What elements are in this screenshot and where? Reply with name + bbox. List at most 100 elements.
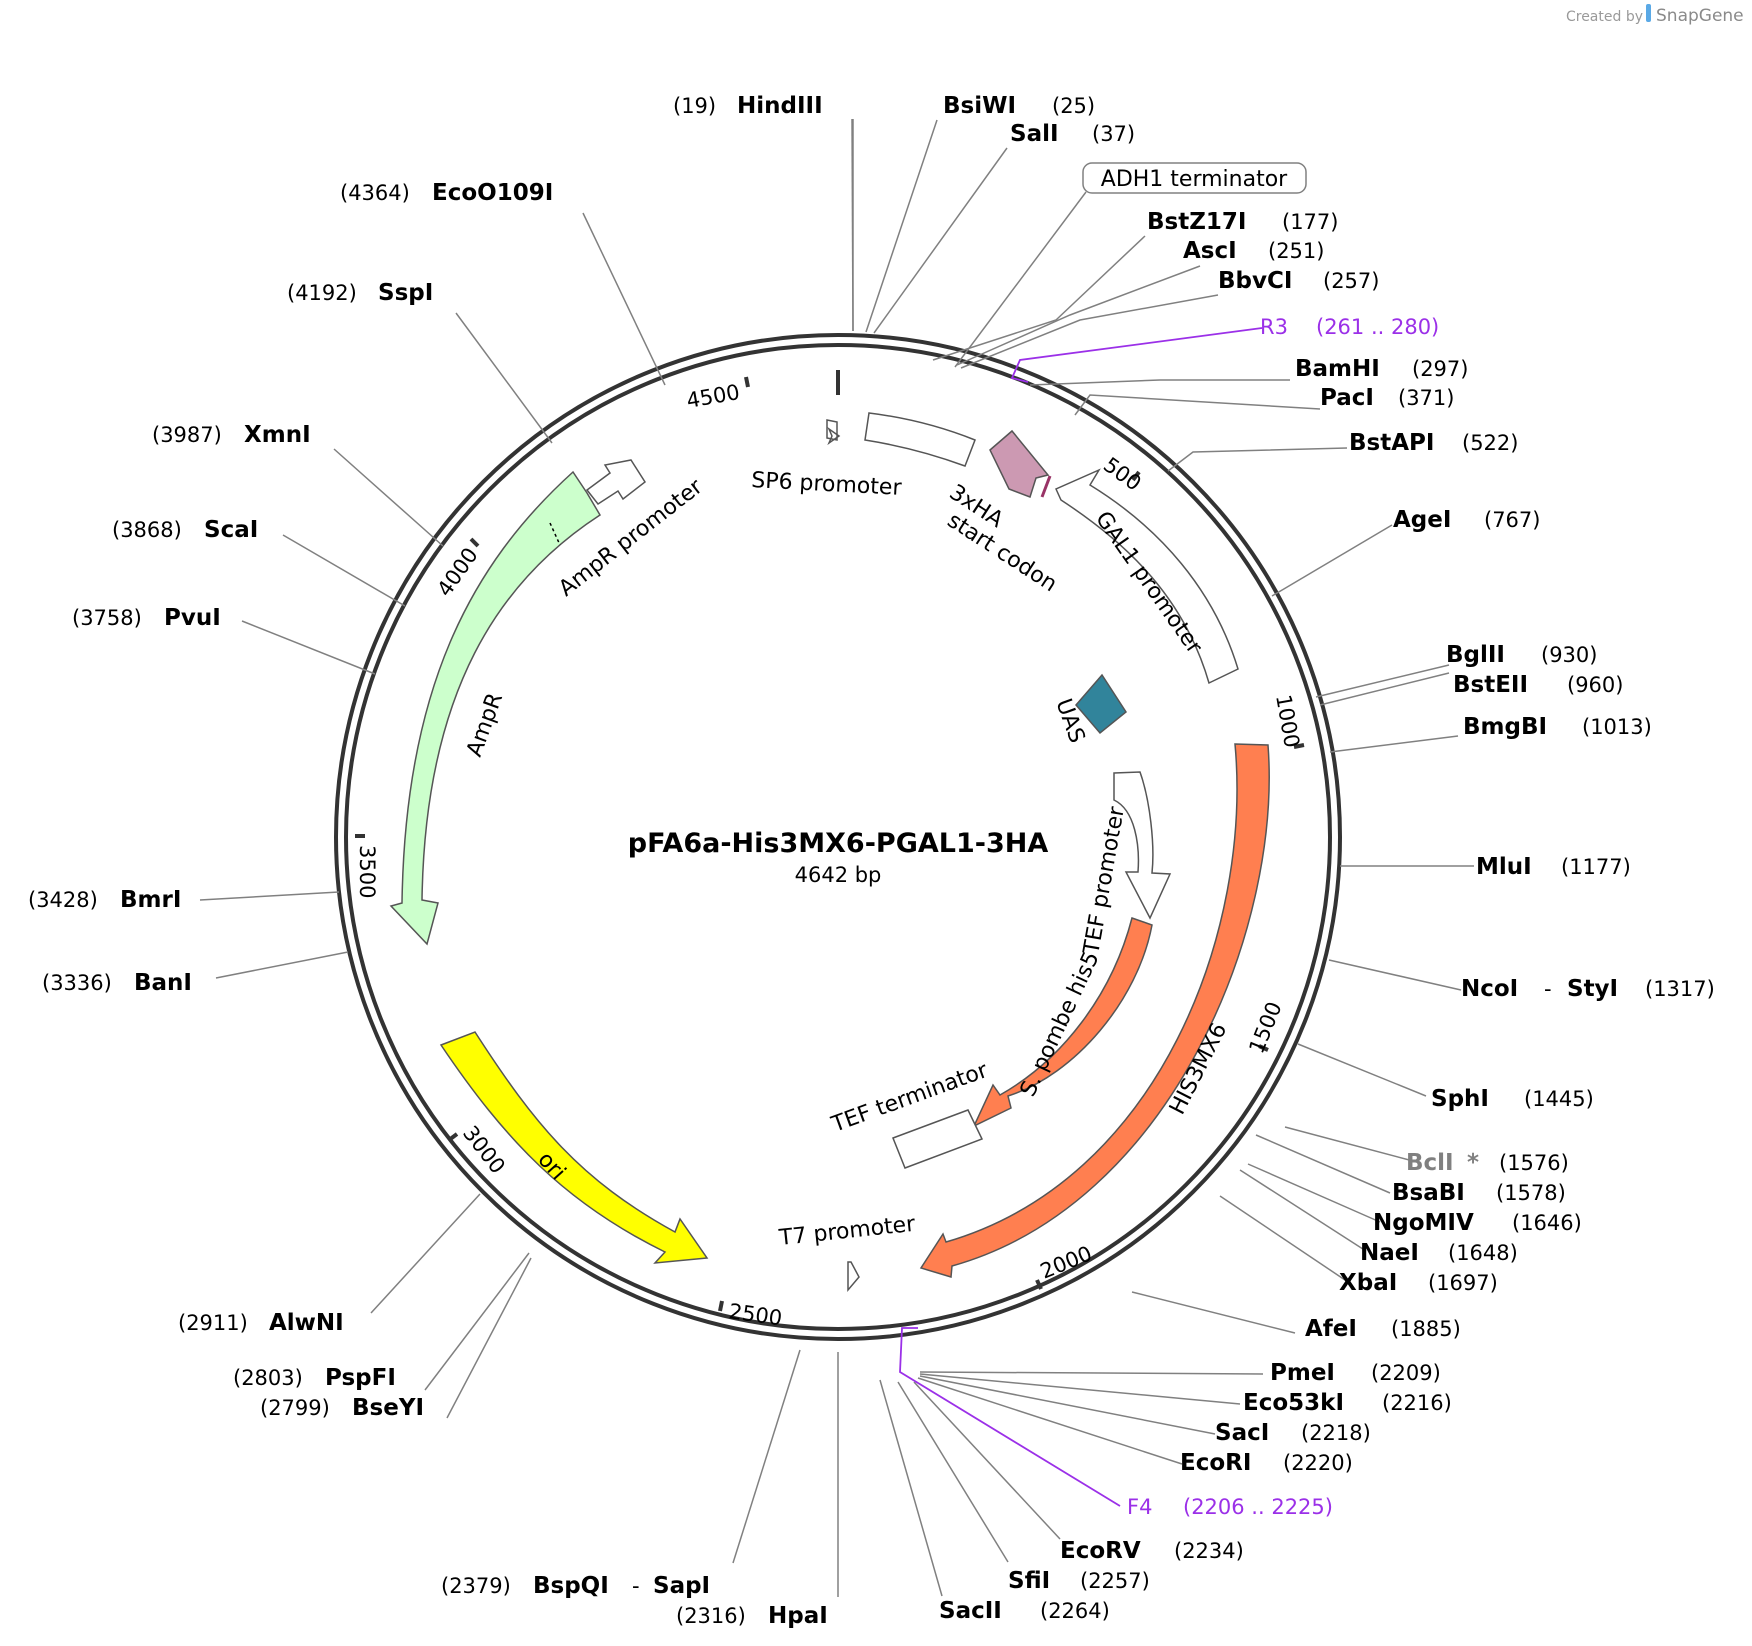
site-bglii: BglII xyxy=(1446,642,1505,668)
tick-3000 xyxy=(447,1132,459,1142)
feature-t7-promoter xyxy=(847,1261,860,1293)
site-styi: StyI xyxy=(1567,976,1618,1002)
primers: R3 (261 .. 280) F4 (2206 .. 2225) xyxy=(1127,315,1439,1519)
svg-text:(2911): (2911) xyxy=(178,1311,248,1335)
site-asci: AscI xyxy=(1183,238,1237,264)
svg-text:(2264): (2264) xyxy=(1040,1599,1110,1623)
site-bstz17i: BstZ17I xyxy=(1147,209,1246,235)
svg-text:(767): (767) xyxy=(1484,508,1540,532)
site-leaders xyxy=(199,118,1474,1597)
svg-text:(37): (37) xyxy=(1092,122,1135,146)
backbone-inner xyxy=(344,343,1332,1331)
feature-sp6-promoter xyxy=(826,419,841,446)
site-xmni: XmnI xyxy=(244,422,311,448)
label-adh1-terminator: ADH1 terminator xyxy=(1101,167,1288,192)
site-pspfi: PspFI xyxy=(325,1365,396,1391)
svg-text:(4192): (4192) xyxy=(287,281,357,305)
tick-1500 xyxy=(1258,1044,1269,1052)
site-ecori: EcoRI xyxy=(1180,1450,1251,1476)
site-bstapi: BstAPI xyxy=(1349,430,1434,456)
site-hindiii: HindIII xyxy=(737,93,823,119)
tick-label-500: 500 xyxy=(1099,453,1146,496)
label-t7-promoter: T7 promoter xyxy=(777,1212,917,1251)
site-sapi: SapI xyxy=(653,1573,710,1599)
site-xbai: XbaI xyxy=(1339,1270,1397,1296)
svg-text:(2234): (2234) xyxy=(1174,1539,1244,1563)
svg-text:(3987): (3987) xyxy=(152,423,222,447)
feature-s-pombe-his5 xyxy=(972,917,1153,1128)
site-bsteii: BstEII xyxy=(1453,672,1528,698)
tick-4000 xyxy=(469,537,480,548)
svg-text:(1697): (1697) xyxy=(1428,1271,1498,1295)
site-paci: PacI xyxy=(1320,385,1374,411)
ampr-promoter-overlap xyxy=(549,522,561,546)
plasmid-length: 4642 bp xyxy=(795,863,882,887)
tick-label-1000: 1000 xyxy=(1271,693,1304,750)
site-naei: NaeI xyxy=(1360,1240,1419,1266)
primer-leaders xyxy=(899,327,1263,1507)
adh1-terminator-callout xyxy=(1082,162,1307,194)
svg-text:(2218): (2218) xyxy=(1301,1421,1371,1445)
feature-his3mx6 xyxy=(919,743,1270,1278)
site-bspqi: BspQI xyxy=(533,1573,609,1599)
site-alwni: AlwNI xyxy=(269,1310,344,1336)
feature-uas xyxy=(1075,673,1127,735)
feature-adh1-terminator xyxy=(864,412,976,467)
tick-1000 xyxy=(1293,743,1305,749)
label-tef-promoter: TEF promoter xyxy=(1079,804,1130,957)
svg-text:(2803): (2803) xyxy=(233,1366,303,1390)
site-saci: SacI xyxy=(1215,1420,1269,1446)
site-mlui: MluI xyxy=(1476,854,1532,880)
svg-text:(177): (177) xyxy=(1282,210,1338,234)
primer-f4: F4 xyxy=(1127,1495,1152,1519)
site-separator: - xyxy=(632,1574,640,1598)
tick-label-2500: 2500 xyxy=(727,1299,783,1330)
svg-text:(257): (257) xyxy=(1323,269,1379,293)
sites-left: (19) HindIII (4364) EcoO109I (4192) SspI… xyxy=(28,93,828,1629)
svg-text:(2257): (2257) xyxy=(1080,1569,1150,1593)
svg-text:(25): (25) xyxy=(1052,94,1095,118)
tick-label-3000: 3000 xyxy=(458,1121,510,1178)
site-hpai: HpaI xyxy=(768,1603,828,1629)
site-sspi: SspI xyxy=(378,280,433,306)
site-bmri: BmrI xyxy=(120,887,181,913)
svg-text:(2220): (2220) xyxy=(1283,1451,1353,1475)
primer-r3: R3 xyxy=(1260,315,1288,339)
site-sali: SalI xyxy=(1010,121,1059,147)
feature-gal1-promoter xyxy=(1055,468,1239,685)
sites-right: BsiWI (25) SalI (37) BstZ17I (177) AscI … xyxy=(939,93,1715,1624)
svg-text:(2799): (2799) xyxy=(260,1396,330,1420)
site-agei: AgeI xyxy=(1393,507,1451,533)
site-bcli: BclI xyxy=(1406,1150,1454,1176)
svg-text:(1013): (1013) xyxy=(1582,715,1652,739)
snapgene-logo-icon xyxy=(1646,4,1651,22)
feature-ampr xyxy=(389,470,602,946)
site-ecoo109i: EcoO109I xyxy=(432,180,553,206)
svg-text:(371): (371) xyxy=(1398,386,1454,410)
tick-label-2000: 2000 xyxy=(1037,1241,1096,1283)
label-start-codon: start codon xyxy=(943,508,1062,597)
svg-text:(2379): (2379) xyxy=(441,1574,511,1598)
tick-2000 xyxy=(1035,1279,1043,1290)
site-ngomiv: NgoMIV xyxy=(1373,1210,1474,1236)
label-sp6-promoter: SP6 promoter xyxy=(751,468,903,501)
site-bsabi: BsaBI xyxy=(1392,1180,1465,1206)
site-pvui: PvuI xyxy=(164,605,221,631)
site-bbvci: BbvCI xyxy=(1218,268,1292,294)
feature-start-codon xyxy=(1040,475,1052,498)
svg-text:(1578): (1578) xyxy=(1496,1181,1566,1205)
site-scai: ScaI xyxy=(204,517,258,543)
tick-label-4500: 4500 xyxy=(685,380,742,413)
feature-3xha xyxy=(989,429,1050,498)
svg-text:(2216): (2216) xyxy=(1382,1391,1452,1415)
svg-text:(2206 .. 2225): (2206 .. 2225) xyxy=(1183,1495,1333,1519)
svg-text:(2316): (2316) xyxy=(676,1604,746,1628)
tick-500 xyxy=(1131,470,1141,482)
site-sacii: SacII xyxy=(939,1598,1002,1624)
tick-2500 xyxy=(718,1300,724,1312)
svg-text:(1646): (1646) xyxy=(1512,1211,1582,1235)
svg-text:(1445): (1445) xyxy=(1524,1087,1594,1111)
credit-prefix: Created by xyxy=(1566,9,1643,25)
site-eco53ki: Eco53kI xyxy=(1243,1390,1344,1416)
